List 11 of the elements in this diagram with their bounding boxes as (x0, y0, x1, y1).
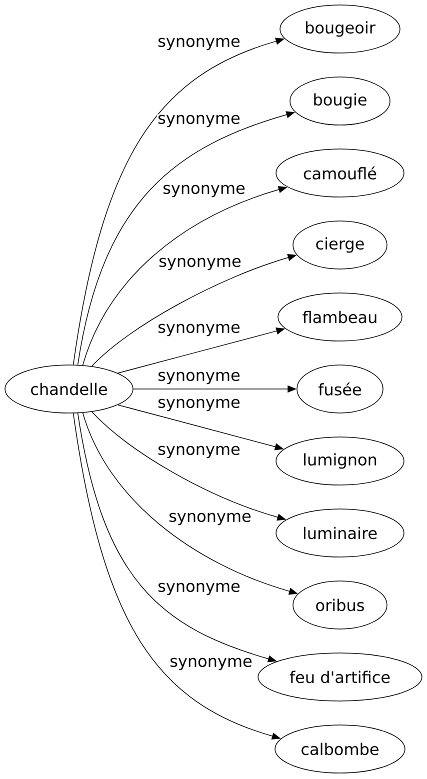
edge-label: synonyme (162, 184, 246, 198)
edge-label: synonyme (157, 445, 241, 459)
edge-label: synonyme (157, 323, 241, 337)
edge-label: synonyme (157, 371, 241, 385)
edge-label: synonyme (157, 114, 241, 128)
edge-label: synonyme (157, 398, 241, 412)
edge-label: synonyme (157, 582, 241, 596)
edge-label: synonyme (169, 657, 253, 671)
edge-label: synonyme (158, 257, 242, 271)
edge-label: synonyme (168, 512, 252, 526)
edge-label: synonyme (157, 37, 241, 51)
